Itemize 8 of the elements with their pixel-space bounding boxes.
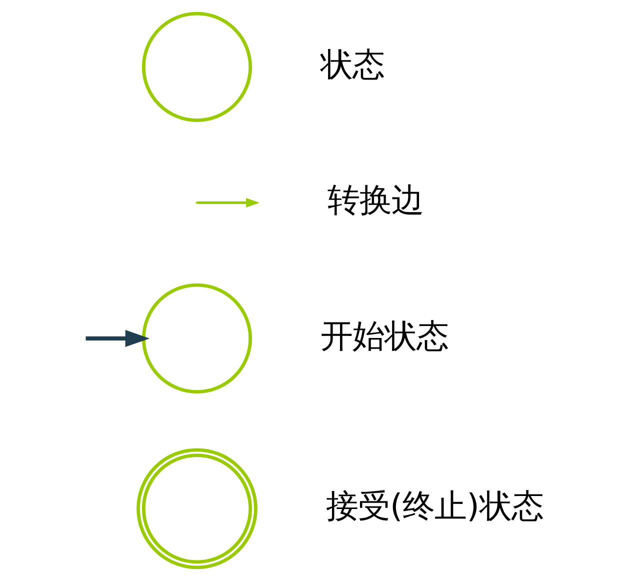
node-circle [142, 283, 252, 394]
node-label: 接受(终止)状态 [326, 487, 544, 526]
legend-label: 转换边 [327, 181, 424, 220]
node-doublecircle [136, 448, 258, 570]
node-circle [142, 12, 252, 122]
node-label: 开始状态 [320, 316, 449, 355]
node-label: 状态 [320, 45, 384, 84]
arrow [86, 330, 150, 347]
